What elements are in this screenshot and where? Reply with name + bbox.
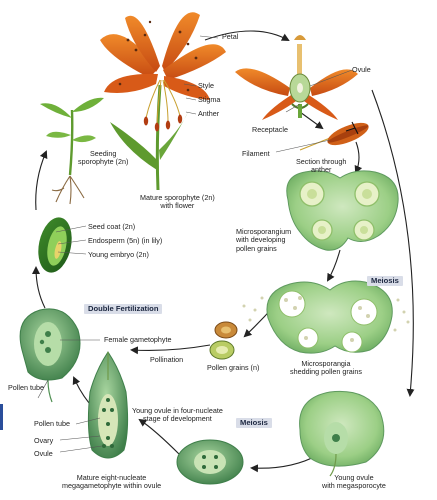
arrow-anther-to-section: [354, 141, 363, 174]
arrow-four-to-mature: [138, 418, 181, 456]
label-mature-megagametophyte: Mature eight-nucleate megagametophyte wi…: [62, 473, 162, 491]
label-petal: Petal: [222, 32, 239, 41]
leader-lines: [37, 35, 353, 453]
label-female-gametophyte: Female gametophyte: [104, 335, 172, 344]
label-pollen-tube-left: Pollen tube: [8, 383, 44, 392]
arrow-seed-to-seedling: [35, 150, 48, 211]
label-stigma: Stigma: [198, 95, 221, 104]
label-young-embryo: Young embryo (2n): [88, 250, 149, 259]
arrow-section-to-shedding: [326, 249, 341, 282]
left-accent-bar: [0, 404, 3, 430]
label-seed-coat: Seed coat (2n): [88, 222, 136, 231]
label-receptacle: Receptacle: [252, 125, 288, 134]
seedling-sporophyte: [40, 97, 104, 205]
label-anther: Anther: [198, 109, 220, 118]
label-pollen-grains: Pollen grains (n): [207, 363, 260, 372]
label-double-fertilization: Double Fertilization: [84, 304, 163, 314]
arrow-lily-to-flower: [204, 30, 290, 41]
cycle-arrows: [32, 30, 415, 473]
arrow-female-to-seed: [32, 266, 46, 309]
label-young-ovule-mega: Young ovule with megasporocyte: [322, 473, 386, 491]
lily-seed: [38, 217, 72, 273]
label-ovule-bottom: Ovule: [34, 449, 53, 458]
label-section-anther: Section through anther: [296, 157, 347, 175]
label-style: Style: [198, 81, 214, 90]
flower-section: [235, 35, 358, 120]
arrow-right-outer: [371, 89, 415, 397]
label-endosperm: Endosperm (5n) (in lily): [88, 236, 163, 245]
young-ovule-megasporocyte: [299, 390, 385, 477]
label-filament: Filament: [242, 149, 270, 158]
label-young-ovule-four: Young ovule in four-nucleate stage of de…: [132, 406, 223, 424]
label-pollination: Pollination: [150, 355, 184, 364]
arrow-pollen-to-female: [130, 344, 211, 355]
label-ovule: Ovule: [352, 65, 371, 74]
young-ovule-four-nucleate: [176, 439, 244, 485]
pollen-grains: [209, 321, 238, 360]
female-gametophyte: [19, 308, 81, 403]
microsporangium-section: [286, 170, 399, 251]
label-meiosis-top: Meiosis: [367, 276, 403, 286]
label-ovary: Ovary: [34, 436, 54, 445]
label-microsporangia-shedding: Microsporangia shedding pollen grains: [290, 359, 362, 377]
mature-lily-plant: [100, 12, 226, 191]
mature-megagametophyte: [87, 351, 129, 459]
label-pollen-tube-mid: Pollen tube: [34, 419, 70, 428]
anther: [299, 121, 369, 151]
label-microsporangium: Microsporangium with developing pollen g…: [236, 227, 292, 253]
label-meiosis-bottom: Meiosis: [236, 418, 272, 428]
label-mature-sporophyte: Mature sporophyte (2n) with flower: [140, 193, 215, 211]
arrow-flower-to-anther: [299, 111, 324, 130]
microsporangia-shedding: [242, 280, 410, 354]
arrow-young-to-four: [250, 454, 319, 473]
label-seeding-sporophyte: Seeding sporophyte (2n): [78, 149, 129, 167]
